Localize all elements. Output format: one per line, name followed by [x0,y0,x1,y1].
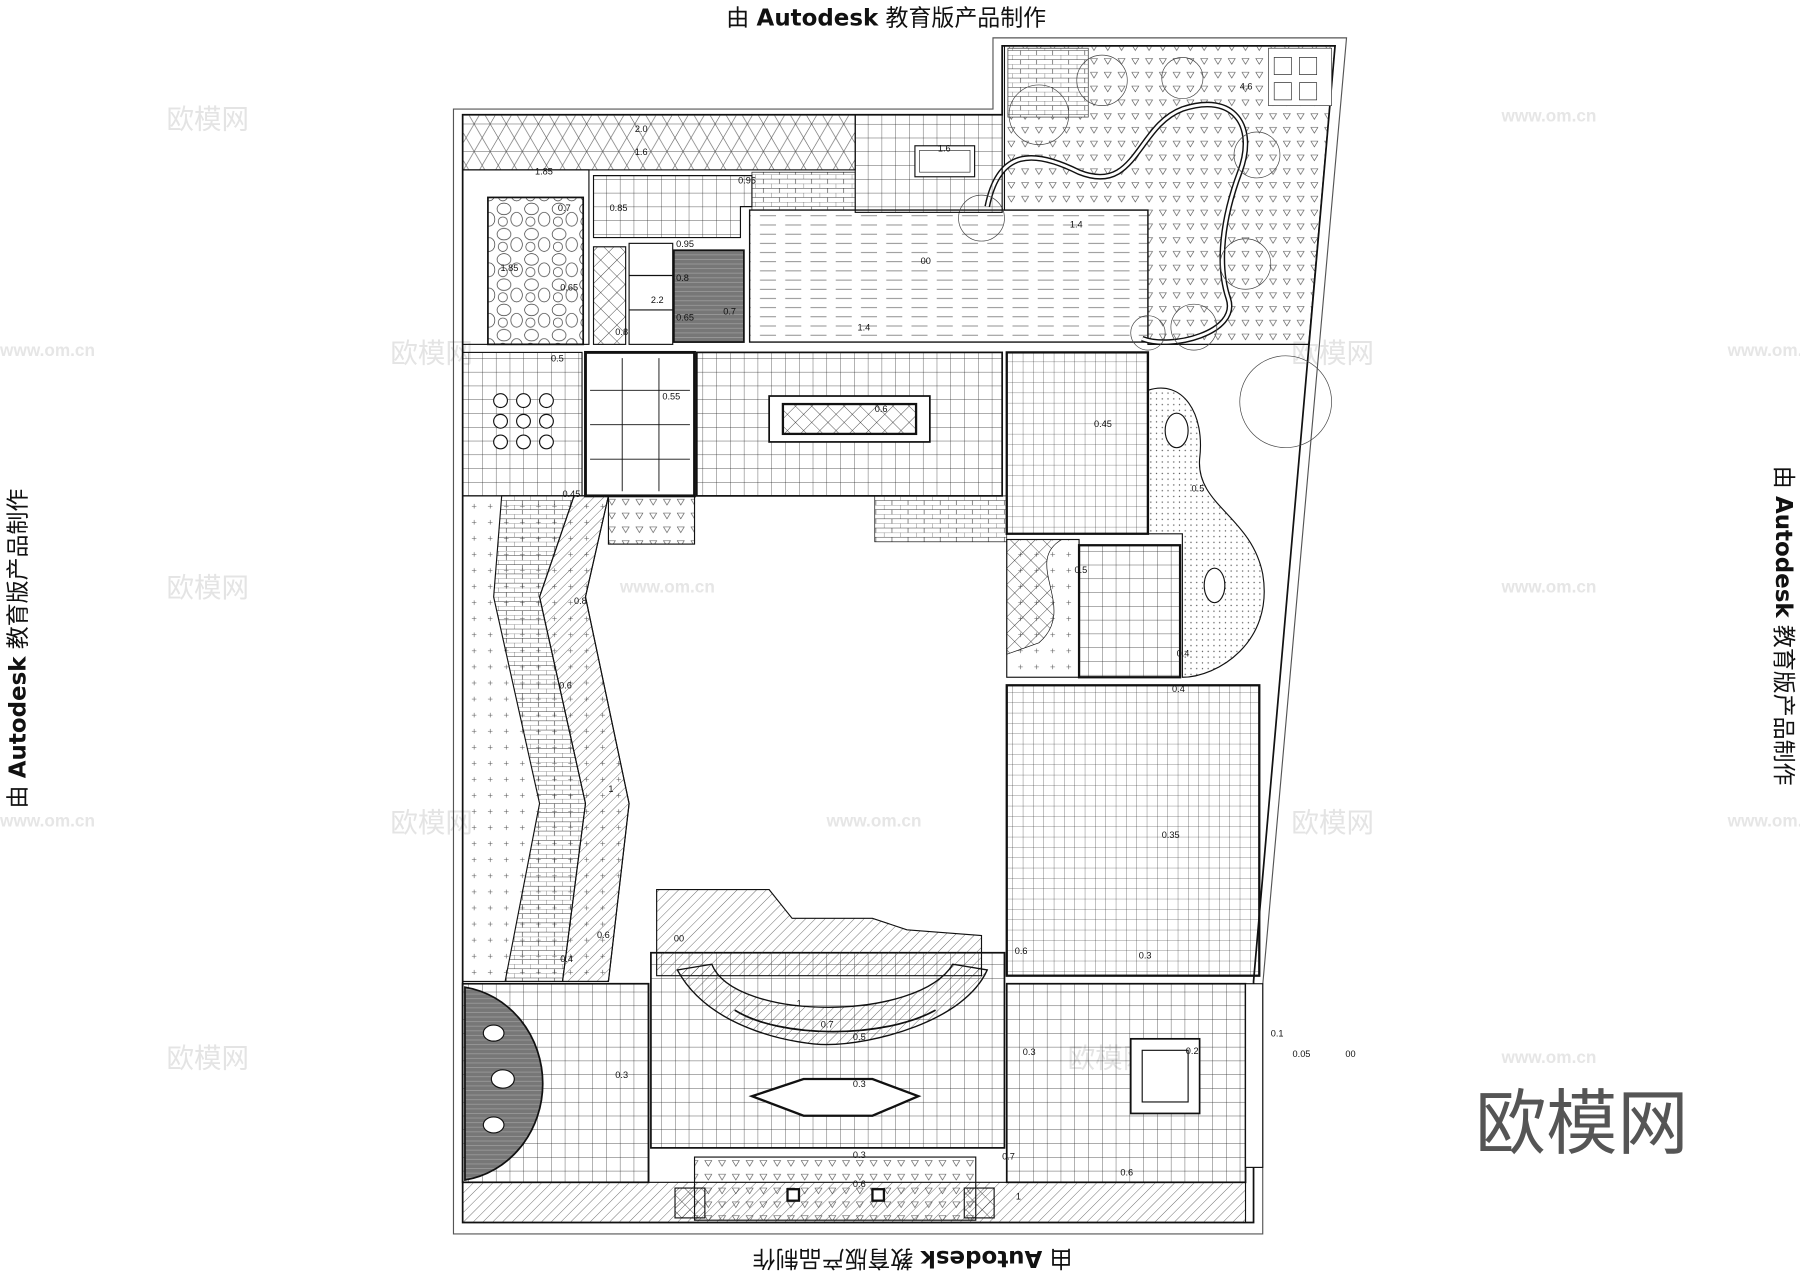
elevation-label: 0.7 [723,307,736,317]
elevation-label: 0.6 [1120,1167,1133,1177]
watermarks: 欧模网 www.om.cn 欧模网 欧模网 www.om.cn www.om.c… [0,104,1800,1075]
elevation-label: 0.45 [1094,419,1112,429]
elevation-label: 0.05 [1293,1049,1311,1059]
watermark-logo: 欧模网 [167,1043,250,1075]
elevation-label: 1.6 [938,144,951,154]
elevation-label: 00 [1345,1049,1355,1059]
watermark-url: www.om.cn [1500,106,1596,126]
elevation-label: 2.0 [635,124,648,134]
watermark-logo: 欧模网 [390,338,473,370]
elevation-label: 1.6 [635,147,648,157]
elevation-label: 0.7 [821,1019,834,1029]
elevation-label: 0.85 [610,203,628,213]
title-top: 由 Autodesk 教育版产品制作 [726,5,1046,31]
title-right: 由 Autodesk 教育版产品制作 [1770,466,1796,786]
watermark-url: www.om.cn [0,340,95,360]
watermark-url: www.om.cn [1727,810,1800,830]
pond-area [748,209,1149,343]
elevation-label: 0.6 [559,681,572,691]
svg-text:由 Autodesk 教育版产品制作: 由 Autodesk 教育版产品制作 [753,1245,1073,1271]
elevation-label: 0.8 [574,596,587,606]
elevation-label: 1 [797,999,802,1009]
elevation-label: 0.55 [662,391,680,401]
elevation-label: 0.7 [558,203,571,213]
pebble-lawn [1147,387,1265,678]
elevation-label: 0.65 [676,312,694,322]
watermark-url: www.om.cn [1500,1047,1596,1067]
elevation-label: 0.95 [676,239,694,249]
site-boundary [452,37,1348,1235]
watermark-logo: 欧模网 [390,807,473,839]
watermark-url: www.om.cn [1727,340,1800,360]
elevation-label: 0.1 [1271,1029,1284,1039]
elevation-label: 0.6 [597,930,610,940]
elevation-label: 0.3 [1023,1047,1036,1057]
elevation-label: 1.4 [858,323,871,333]
elevation-label: 0.95 [738,176,756,186]
elevation-label: 0.4 [1172,684,1185,694]
svg-text:由 Autodesk 教育版产品制作: 由 Autodesk 教育版产品制作 [726,5,1046,31]
elevation-label: 1.85 [501,263,519,273]
elevation-label: 0.3 [853,1079,866,1089]
elevation-label: 0.45 [563,489,581,499]
watermark-logo: 欧模网 [167,572,250,604]
elevation-label: 0.3 [1139,950,1152,960]
elevation-label: 0.8 [615,327,628,337]
watermark-url: www.om.cn [619,576,715,596]
elevation-label: 0.4 [1177,649,1190,659]
elevation-label: 0.2 [1186,1046,1199,1056]
elevation-label: 1.85 [535,166,553,176]
elevation-label: 00 [674,933,684,943]
elevation-label: 0.8 [676,273,689,283]
stone-paving [487,196,585,346]
watermark-url: www.om.cn [0,810,95,830]
elevation-label: 2.2 [651,295,664,305]
watermark-logo: 欧模网 [1291,807,1374,839]
elevation-label: 0.6 [875,404,888,414]
elevation-label: 4.6 [1240,82,1253,92]
water-feature [748,1077,922,1117]
title-left: 由 Autodesk 教育版产品制作 [5,489,31,809]
east-grid-lawn [1005,684,1261,977]
elevation-label: 0.7 [1002,1151,1015,1161]
dark-grid-paving [1077,544,1182,679]
watermark-logo-large: 欧模网 [1475,1082,1688,1165]
elevation-label: 0.5 [551,354,564,364]
watermark-url: www.om.cn [826,810,922,830]
svg-text:由 Autodesk 教育版产品制作: 由 Autodesk 教育版产品制作 [1770,466,1796,786]
elevation-label: 0.5 [1074,565,1087,575]
se-terrace [1005,982,1247,1184]
elevation-label: 0.35 [1162,830,1180,840]
tile-platform-east [1005,351,1150,535]
lattice-feature [781,402,918,436]
elevation-label: 0.65 [560,282,578,292]
elevation-label: 1.4 [1070,219,1083,229]
elevation-label: 0.6 [853,1179,866,1189]
watermark-url: www.om.cn [1500,576,1596,596]
svg-text:由 Autodesk 教育版产品制作: 由 Autodesk 教育版产品制作 [5,489,31,809]
dark-tile [673,249,745,343]
elevation-labels: 2.0 1.6 1.85 0.7 0.85 0.95 1.6 4.6 1.4 0… [501,82,1356,1202]
watermark-logo: 欧模网 [167,104,250,136]
elevation-label: 0.3 [615,1070,628,1080]
title-bottom: 由 Autodesk 教育版产品制作 [753,1245,1073,1271]
elevation-label: 0.5 [1192,483,1205,493]
large-square-paving [584,350,696,498]
zigzag-paving [462,114,856,171]
elevation-label: 0.3 [853,1150,866,1160]
elevation-label: 0.6 [1015,946,1028,956]
diamond-paving [592,246,627,345]
elevation-label: 1 [608,784,613,794]
elevation-label: 1 [1016,1192,1021,1202]
elevation-label: 0.5 [853,1032,866,1042]
amphitheater-seating [676,963,989,1046]
elevation-label: 00 [921,256,931,266]
elevation-label: 0.4 [560,954,573,964]
